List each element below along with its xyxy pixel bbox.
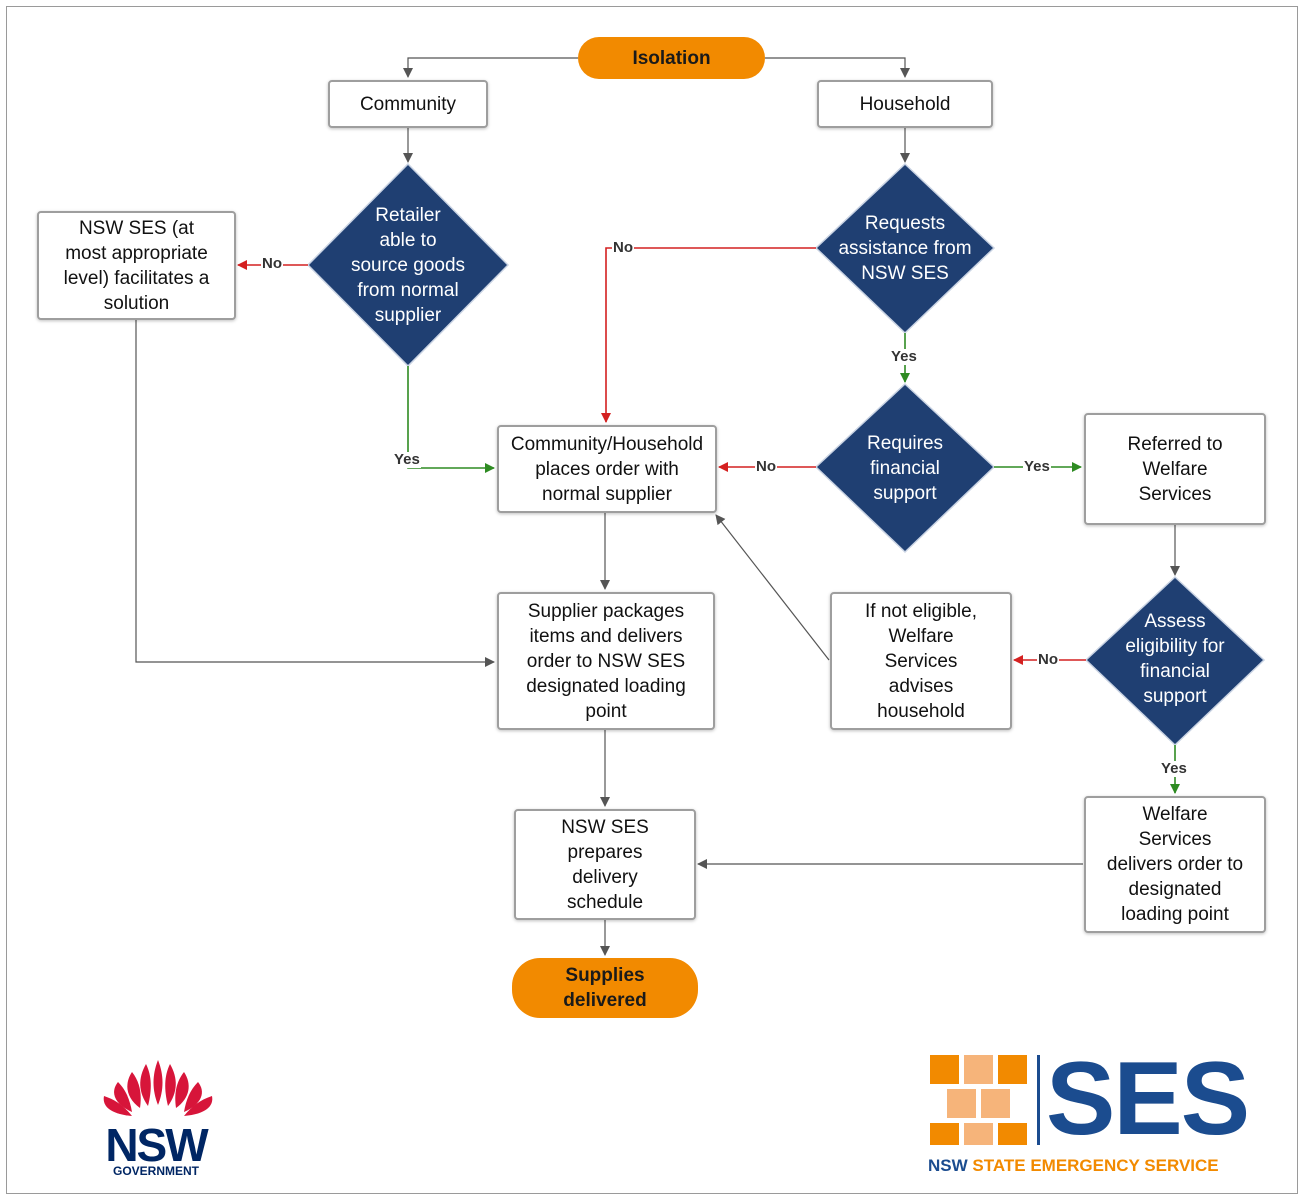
decision-requires: Requires financial support (830, 428, 980, 508)
terminal-isolation: Isolation (578, 37, 765, 79)
label-requires-yes: Yes (1023, 458, 1051, 475)
ses-solution-line-2: most appropriate (65, 242, 208, 264)
referred-line-3: Services (1138, 483, 1212, 505)
label-retailer-no: No (261, 255, 283, 272)
nsw-logo-government: GOVERNMENT (112, 1164, 199, 1178)
ses-sub-nsw: NSW (928, 1156, 973, 1175)
ses-logo-subtitle: NSW STATE EMERGENCY SERVICE (928, 1156, 1272, 1176)
decision-requests: Requests assistance from NSW SES (820, 208, 990, 288)
decision-retailer: Retailer able to source goods from norma… (328, 195, 488, 335)
delivered-line-2: delivered (563, 990, 647, 1011)
waratah-icon (103, 1060, 213, 1116)
packages-line-4: designated loading (526, 675, 686, 697)
requires-line-3: support (873, 482, 937, 504)
box-community: Community (328, 80, 488, 128)
nsw-ses-logo: SES NSW STATE EMERGENCY SERVICE (928, 1044, 1272, 1180)
ses-logo-word: SES (1046, 1041, 1250, 1157)
welfare-delivers-line-5: loading point (1121, 904, 1229, 925)
ses-solution-line-3: level) facilitates a (63, 267, 210, 289)
label-assess-yes: Yes (1160, 760, 1188, 777)
label-retailer-yes: Yes (393, 451, 421, 468)
edge-isolation-household (765, 57, 910, 78)
packages-line-2: items and delivers (529, 625, 683, 647)
requires-line-2: financial (870, 457, 940, 479)
packages-line-5: point (585, 700, 627, 722)
requires-line-1: Requires (866, 432, 944, 454)
edge-noteligible-order (715, 514, 830, 661)
schedule-line-4: schedule (566, 891, 644, 913)
isolation-label: Isolation (632, 47, 711, 69)
decision-assess: Assess eligibility for financial support (1095, 607, 1255, 711)
community-label: Community (359, 93, 457, 115)
edge-solution-packages (135, 320, 495, 667)
assess-line-4: support (1143, 686, 1207, 707)
delivered-line-1: Supplies (565, 965, 645, 986)
requests-line-1: Requests (864, 212, 946, 234)
not-eligible-line-5: household (877, 700, 965, 722)
label-requests-yes: Yes (890, 348, 918, 365)
assess-line-2: eligibility for (1125, 636, 1225, 657)
requests-line-2: assistance from (838, 237, 972, 259)
order-line-1: Community/Household (510, 433, 704, 455)
packages-line-3: order to NSW SES (526, 650, 686, 672)
decision-requires-shape (814, 382, 996, 554)
box-household: Household (817, 80, 993, 128)
box-ses-solution: NSW SES (at most appropriate level) faci… (37, 211, 236, 320)
box-prepare-schedule: NSW SES prepares delivery schedule (514, 809, 696, 920)
box-supplier-packages: Supplier packages items and delivers ord… (497, 592, 715, 730)
not-eligible-line-3: Services (884, 650, 958, 672)
not-eligible-line-2: Welfare (888, 625, 954, 647)
terminal-supplies-delivered: Supplies delivered (512, 958, 698, 1018)
schedule-line-2: prepares (567, 841, 643, 863)
ses-solution-line-1: NSW SES (at (78, 217, 195, 239)
retailer-line-1: Retailer (375, 204, 441, 226)
schedule-line-3: delivery (572, 866, 638, 888)
welfare-delivers-line-4: designated (1128, 879, 1222, 900)
label-requires-no: No (755, 458, 777, 475)
box-welfare-delivers: Welfare Services delivers order to desig… (1084, 796, 1266, 933)
nsw-logo-word: NSW (105, 1119, 208, 1171)
edge-retailer-yes (407, 366, 495, 473)
not-eligible-line-1: If not eligible, (865, 600, 977, 622)
retailer-line-5: supplier (374, 304, 442, 326)
edge-isolation-community (403, 57, 578, 78)
referred-line-2: Welfare (1142, 458, 1208, 480)
ses-sub-service: STATE EMERGENCY SERVICE (972, 1156, 1219, 1175)
packages-line-1: Supplier packages (527, 600, 685, 622)
welfare-delivers-line-3: delivers order to (1106, 854, 1244, 875)
ses-solution-line-4: solution (103, 292, 170, 314)
label-requests-no: No (612, 239, 634, 256)
order-line-3: normal supplier (542, 483, 672, 505)
assess-line-3: financial (1140, 661, 1210, 682)
order-line-2: places order with (535, 458, 679, 480)
nsw-government-logo: NSW GOVERNMENT (98, 1052, 218, 1182)
box-not-eligible: If not eligible, Welfare Services advise… (830, 592, 1012, 730)
not-eligible-line-4: advises (888, 675, 954, 697)
referred-line-1: Referred to (1127, 433, 1223, 455)
requests-line-3: NSW SES (861, 262, 949, 284)
ses-cross-icon (930, 1055, 1040, 1145)
welfare-delivers-line-1: Welfare (1142, 804, 1208, 825)
box-place-order: Community/Household places order with no… (497, 425, 717, 513)
label-assess-no: No (1037, 651, 1059, 668)
welfare-delivers-line-2: Services (1138, 829, 1212, 850)
retailer-line-4: from normal (357, 279, 459, 301)
schedule-line-1: NSW SES (561, 816, 649, 838)
assess-line-1: Assess (1144, 611, 1206, 632)
household-label: Household (859, 93, 951, 115)
box-referred-welfare: Referred to Welfare Services (1084, 413, 1266, 525)
retailer-line-3: source goods (350, 254, 466, 276)
edge-requests-no (601, 247, 816, 423)
diagram-frame (6, 6, 1298, 1194)
retailer-line-2: able to (379, 229, 437, 251)
